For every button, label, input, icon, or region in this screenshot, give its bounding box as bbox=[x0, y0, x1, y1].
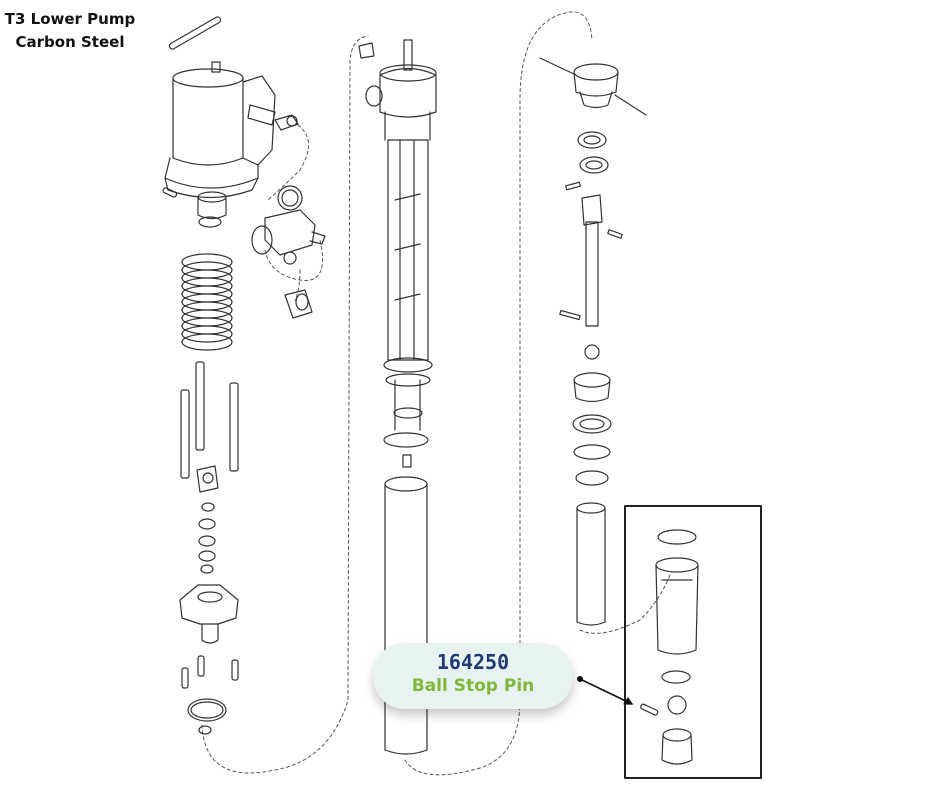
wrench-handle-icon bbox=[539, 57, 647, 116]
piston-rod-icon bbox=[581, 194, 603, 360]
callout-leader-line bbox=[577, 676, 633, 705]
inset-seat-icon bbox=[661, 728, 693, 765]
rod-end-icon bbox=[402, 454, 412, 468]
assembly-dashed-lines bbox=[201, 11, 671, 776]
inset-housing-icon bbox=[655, 557, 699, 655]
spring-icon bbox=[181, 253, 233, 351]
pin-icon bbox=[168, 16, 222, 50]
cap-icon bbox=[358, 42, 375, 59]
title-line-2: Carbon Steel bbox=[15, 33, 125, 51]
ball-icon bbox=[667, 695, 687, 715]
regulator-gauge-icon bbox=[251, 185, 326, 265]
bolt-icon bbox=[181, 655, 239, 689]
small-bolt-icon bbox=[559, 181, 623, 321]
rod-assembly-icon bbox=[383, 111, 433, 431]
packing-icon bbox=[572, 414, 612, 486]
diagram-title: T3 Lower Pump Carbon Steel bbox=[0, 8, 140, 54]
ball-stop-pin-icon bbox=[640, 703, 659, 716]
sleeve-icon bbox=[576, 502, 606, 626]
air-motor-icon bbox=[164, 61, 276, 228]
connector-icon bbox=[284, 289, 313, 319]
cylinder-head-icon bbox=[365, 64, 437, 118]
cylinder-tube-icon bbox=[384, 476, 428, 755]
small-washer-icon bbox=[198, 725, 212, 735]
seal-ring-icon bbox=[577, 131, 609, 174]
washer-stack-icon bbox=[198, 502, 216, 574]
detail-inset-box bbox=[624, 505, 762, 779]
title-line-1: T3 Lower Pump bbox=[4, 10, 136, 28]
piston-body-icon bbox=[573, 372, 611, 403]
inset-ring-icon bbox=[661, 670, 691, 684]
part-callout: 164250 Ball Stop Pin bbox=[373, 643, 573, 709]
rod-top-icon bbox=[403, 39, 413, 71]
gland-icon bbox=[383, 407, 429, 448]
fitting-icon bbox=[274, 114, 299, 131]
pump-base-icon bbox=[179, 584, 239, 644]
part-name: Ball Stop Pin bbox=[411, 676, 535, 696]
small-pin-icon bbox=[162, 187, 178, 198]
part-number: 164250 bbox=[436, 650, 510, 674]
inset-o-ring-icon bbox=[657, 529, 697, 545]
nut-icon bbox=[196, 465, 219, 493]
tie-rod-icon bbox=[180, 361, 239, 479]
o-ring-icon bbox=[187, 698, 227, 722]
